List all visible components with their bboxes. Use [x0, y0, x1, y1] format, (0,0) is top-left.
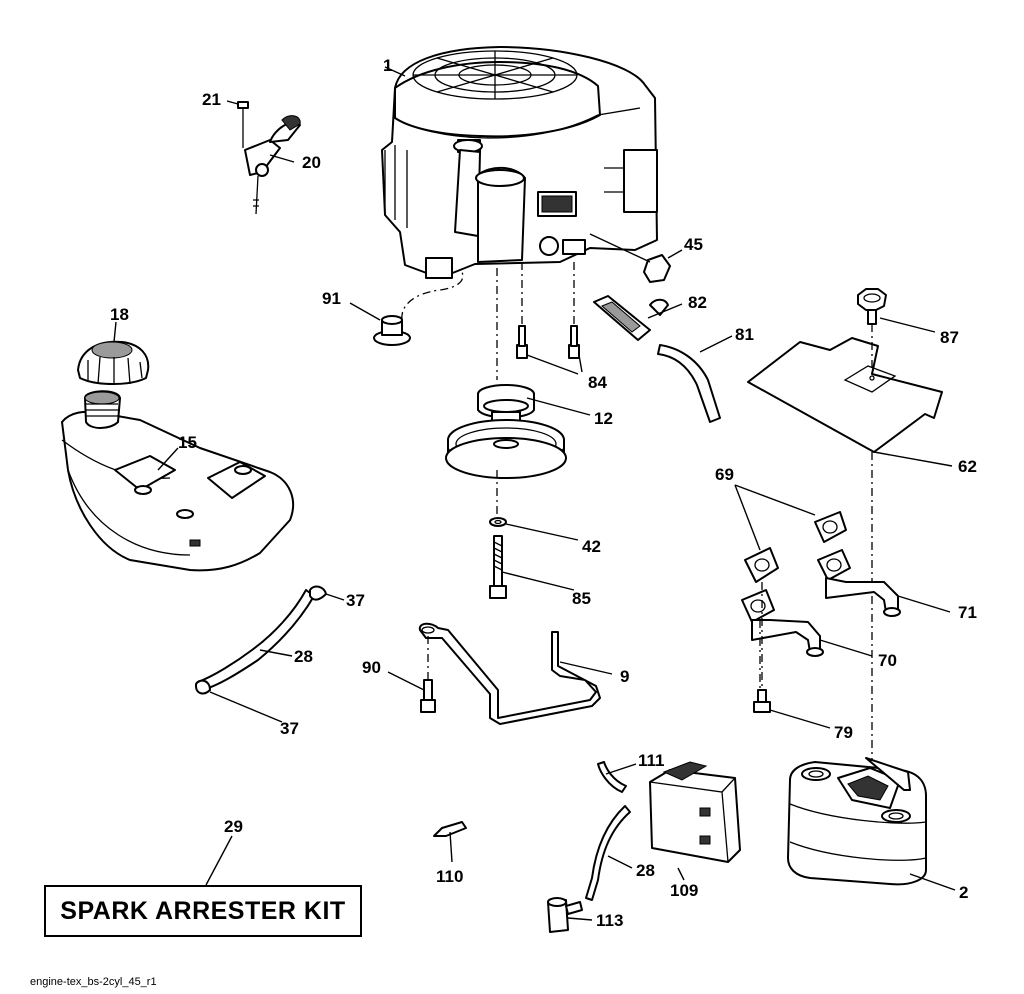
callout-12: 12 [594, 409, 613, 428]
connector-110 [433, 821, 467, 863]
callout-110: 110 [436, 867, 463, 886]
exhaust-pipe-70 [741, 589, 873, 657]
callout-87: 87 [940, 328, 959, 347]
bolt-90 [387, 636, 436, 713]
callout-37-bottom: 37 [280, 719, 299, 738]
callout-labels: 1 2 9 12 15 18 20 21 28 28 29 37 37 42 4… [110, 56, 977, 930]
callout-15: 15 [178, 433, 197, 452]
callout-28-kit: 28 [636, 861, 655, 880]
callout-79: 79 [834, 723, 853, 742]
callout-45: 45 [684, 235, 703, 254]
fitting-113 [547, 897, 593, 933]
bolt-79 [753, 582, 831, 729]
fuel-line-28 [195, 585, 345, 723]
callout-85: 85 [572, 589, 591, 608]
callout-81: 81 [735, 325, 754, 344]
callout-29: 29 [224, 817, 243, 836]
callout-82: 82 [688, 293, 707, 312]
choke-20 [226, 100, 301, 215]
washer-42 [489, 470, 579, 541]
hose-111 [597, 761, 637, 793]
gaskets-69 [734, 484, 847, 583]
canister-109 [649, 761, 741, 881]
callout-84: 84 [588, 373, 607, 392]
muffler-2 [787, 757, 956, 891]
engine-drawing [381, 46, 658, 279]
callout-42: 42 [582, 537, 601, 556]
callout-70: 70 [878, 651, 897, 670]
pulley-12 [445, 268, 591, 479]
fuel-tank-15 [61, 390, 295, 572]
bracket-9 [418, 622, 613, 725]
callout-113: 113 [596, 911, 623, 930]
bolts-84 [516, 262, 583, 375]
callout-91: 91 [322, 289, 341, 308]
kit-leader [205, 835, 233, 886]
callout-71: 71 [958, 603, 977, 622]
callout-62: 62 [958, 457, 977, 476]
fuel-cap-18 [77, 321, 150, 385]
callout-9: 9 [620, 667, 629, 686]
callout-69: 69 [715, 465, 734, 484]
callout-20: 20 [302, 153, 321, 172]
fuel-line-28-kit [585, 805, 633, 901]
exhaust-pipe-71 [817, 549, 951, 617]
callout-18: 18 [110, 305, 129, 324]
diagram-code: engine-tex_bs-2cyl_45_r1 [30, 976, 157, 988]
nut-45 [589, 233, 683, 283]
spark-arrester-kit-label: SPARK ARRESTER KIT [44, 885, 362, 937]
callout-21: 21 [202, 90, 221, 109]
callout-2: 2 [959, 883, 968, 902]
fuel-filter-82 [593, 295, 733, 423]
callout-28-hose: 28 [294, 647, 313, 666]
callout-90: 90 [362, 658, 381, 677]
callout-37-top: 37 [346, 591, 365, 610]
callout-111: 111 [638, 751, 665, 770]
callout-109: 109 [670, 881, 698, 900]
callout-1: 1 [383, 56, 392, 75]
heat-shield-62 [747, 288, 953, 760]
bolt-85 [489, 535, 575, 599]
bushing-91 [349, 271, 464, 346]
